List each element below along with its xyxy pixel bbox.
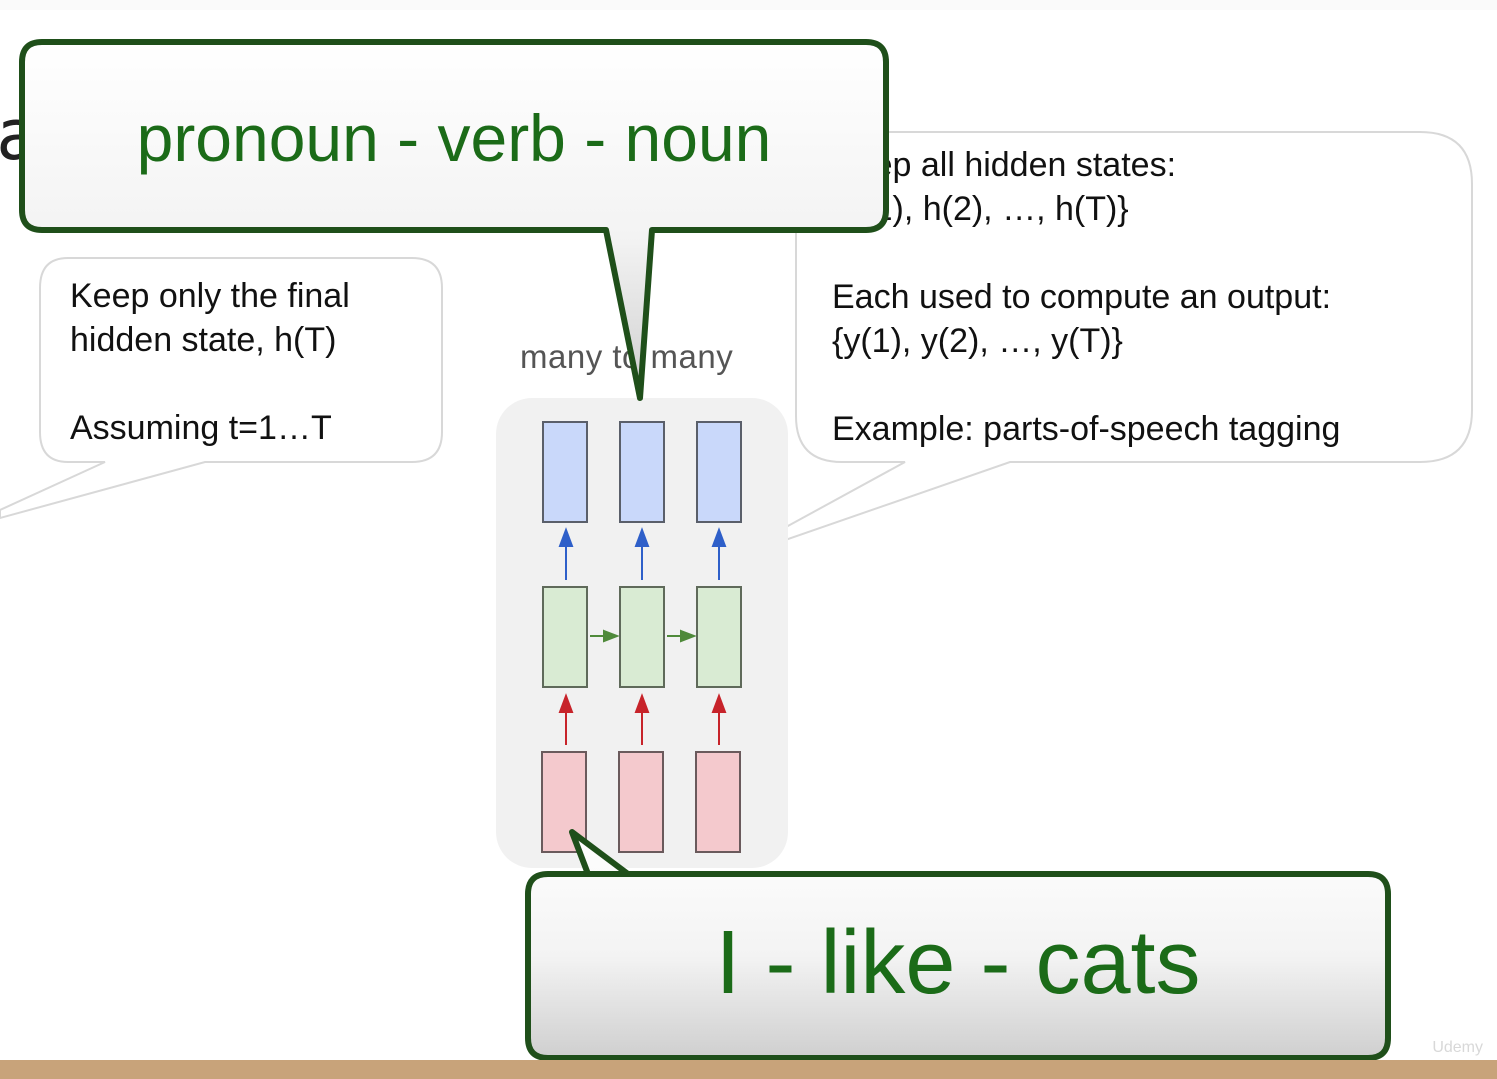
input-node	[618, 751, 664, 853]
left-callout-text: Keep only the final hidden state, h(T) A…	[70, 277, 350, 447]
arrowhead-green	[603, 629, 620, 643]
arrowhead-green	[680, 629, 697, 643]
bottom-overlay-text: I - like - cats	[715, 913, 1201, 1013]
watermark-logo: Udemy	[1432, 1039, 1483, 1056]
top-overlay-bubble	[19, 39, 889, 401]
output-arrows	[558, 527, 727, 580]
hidden-node	[619, 586, 665, 688]
arrowhead-red	[634, 693, 650, 713]
output-node	[619, 421, 665, 523]
arrowhead-blue	[634, 527, 650, 547]
right-callout-text: Keep all hidden states: {h(1), h(2), …, …	[832, 146, 1341, 448]
bottom-overlay-bubble	[525, 829, 1391, 1061]
arrowhead-blue	[711, 527, 727, 547]
arrowhead-red	[711, 693, 727, 713]
arrowhead-red	[558, 693, 574, 713]
top-overlay-text: pronoun - verb - noun	[136, 101, 772, 175]
slide-top-edge	[0, 0, 1497, 10]
input-node	[695, 751, 741, 853]
input-arrows	[558, 693, 727, 745]
arrowhead-blue	[558, 527, 574, 547]
hidden-node	[542, 586, 588, 688]
output-node	[696, 421, 742, 523]
output-node	[542, 421, 588, 523]
slide-bottom-bar	[0, 1060, 1497, 1079]
left-callout-bubble	[0, 257, 443, 520]
hidden-node	[696, 586, 742, 688]
recurrent-arrows	[590, 629, 697, 643]
